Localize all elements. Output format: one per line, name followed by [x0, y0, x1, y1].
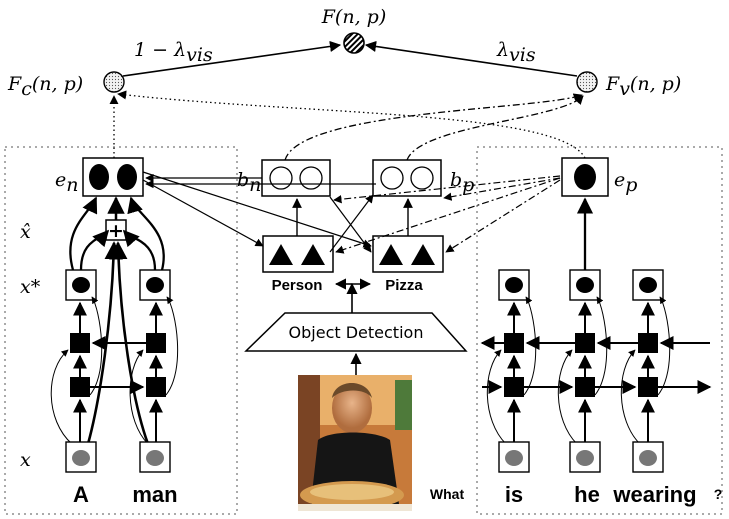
fv-node: [576, 71, 598, 93]
fc-label: Fc(n, p): [7, 73, 83, 100]
word-he: he: [574, 482, 600, 507]
lstm-right-bot-he: [575, 377, 595, 397]
pizza-node: [372, 235, 444, 273]
b-p-node: [372, 159, 442, 197]
fv-label: Fv(n, p): [605, 73, 681, 100]
lstm-left-bot-a: [70, 377, 90, 397]
lstm-left-bot-man: [146, 377, 166, 397]
bn-to-fv-dashdot: [284, 93, 583, 161]
word-question: ?: [714, 486, 723, 502]
e-p-label: ep: [614, 169, 637, 196]
xstar-node-he: [569, 269, 601, 301]
lstm-right-top-is: [504, 333, 524, 353]
x-node-man: [139, 441, 171, 473]
person-label: Person: [272, 277, 323, 294]
e-n-node: [82, 157, 144, 197]
bp-to-fv-dashdot: [406, 95, 584, 161]
sum-label: +: [108, 220, 124, 242]
word-is: is: [505, 482, 523, 507]
lstm-right-bot-wearing: [638, 377, 658, 397]
word-wearing: wearing: [612, 482, 696, 507]
x-hat-label: x̂: [20, 221, 31, 243]
xstar-node-man: [139, 269, 171, 301]
word-man: man: [132, 482, 177, 507]
word-a: A: [73, 482, 89, 507]
fc-node: [103, 71, 125, 93]
x-node-a: [65, 441, 97, 473]
x-node-is: [498, 441, 530, 473]
ep-to-fc-dotted: [117, 90, 586, 159]
xstar-node-wearing: [632, 269, 664, 301]
e-n-label: en: [55, 169, 79, 196]
x-star-label: x*: [20, 276, 41, 298]
person-node: [262, 235, 334, 273]
x-node-he: [569, 441, 601, 473]
left-group-box: [4, 146, 238, 515]
f-np-label: F(n, p): [321, 6, 387, 28]
xstar-node-is: [498, 269, 530, 301]
b-n-node: [261, 159, 331, 197]
x-label: x: [20, 449, 31, 471]
b-n-label: bn: [237, 169, 261, 196]
x-node-wearing: [632, 441, 664, 473]
weight-left-label: 1 − λvis: [134, 39, 213, 66]
f-np-node: [343, 32, 365, 54]
lstm-left-top-a: [70, 333, 90, 353]
lstm-left-top-man: [146, 333, 166, 353]
lstm-right-bot-is: [504, 377, 524, 397]
lstm-right-top-he: [575, 333, 595, 353]
input-photo: [298, 375, 412, 511]
object-detection-label: Object Detection: [289, 323, 424, 342]
top-edges: [122, 40, 578, 77]
word-what: What: [430, 486, 465, 502]
lstm-right-top-wearing: [638, 333, 658, 353]
pizza-label: Pizza: [385, 277, 423, 294]
weight-right-label: λvis: [496, 39, 536, 66]
object-detection-block: [244, 312, 468, 352]
xstar-node-a: [65, 269, 97, 301]
e-p-node: [561, 157, 609, 197]
b-p-label: bp: [450, 169, 474, 196]
